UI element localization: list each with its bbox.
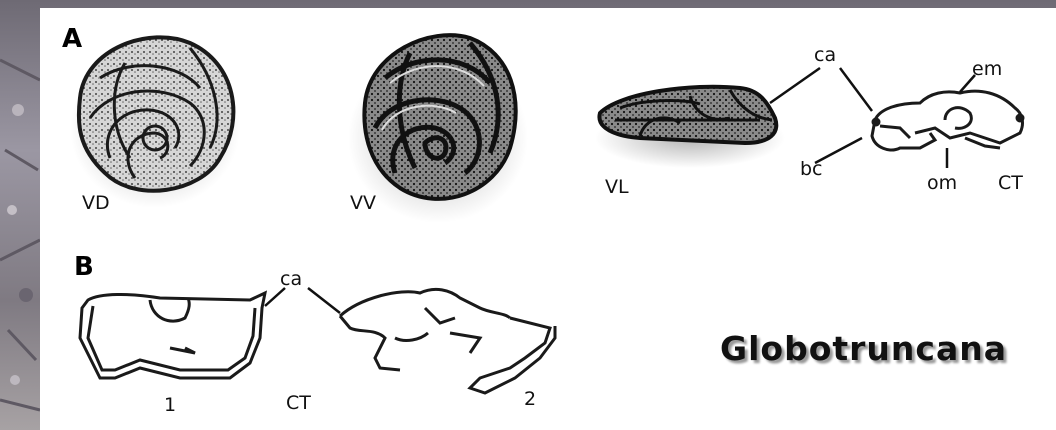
cross-section-top (872, 91, 1023, 150)
label-bc: bc (800, 160, 823, 179)
genus-title: Globotruncana (720, 332, 1007, 365)
panel-label-a: A (62, 26, 82, 52)
cross-section-2 (340, 289, 555, 393)
label-number-1: 1 (164, 396, 176, 415)
view-label-dorsal: VD (82, 194, 110, 213)
dorsal-view-drawing (70, 37, 240, 208)
leader-lines-bottom (265, 288, 340, 313)
cross-section-1 (80, 293, 265, 378)
label-ca-top: ca (814, 46, 836, 65)
lateral-view-drawing (595, 87, 785, 168)
label-em: em (972, 60, 1002, 79)
view-label-ventral: VV (350, 194, 376, 213)
view-label-lateral: VL (605, 178, 629, 197)
label-ct-bottom: CT (286, 394, 311, 413)
illustration-plate: A B VD VV VL ca em bc om CT ca 1 CT 2 Gl… (40, 8, 1056, 430)
label-number-2: 2 (524, 390, 536, 409)
panel-label-b: B (74, 254, 94, 280)
label-om: om (927, 174, 957, 193)
label-ct-top: CT (998, 174, 1023, 193)
label-ca-bottom: ca (280, 270, 302, 289)
